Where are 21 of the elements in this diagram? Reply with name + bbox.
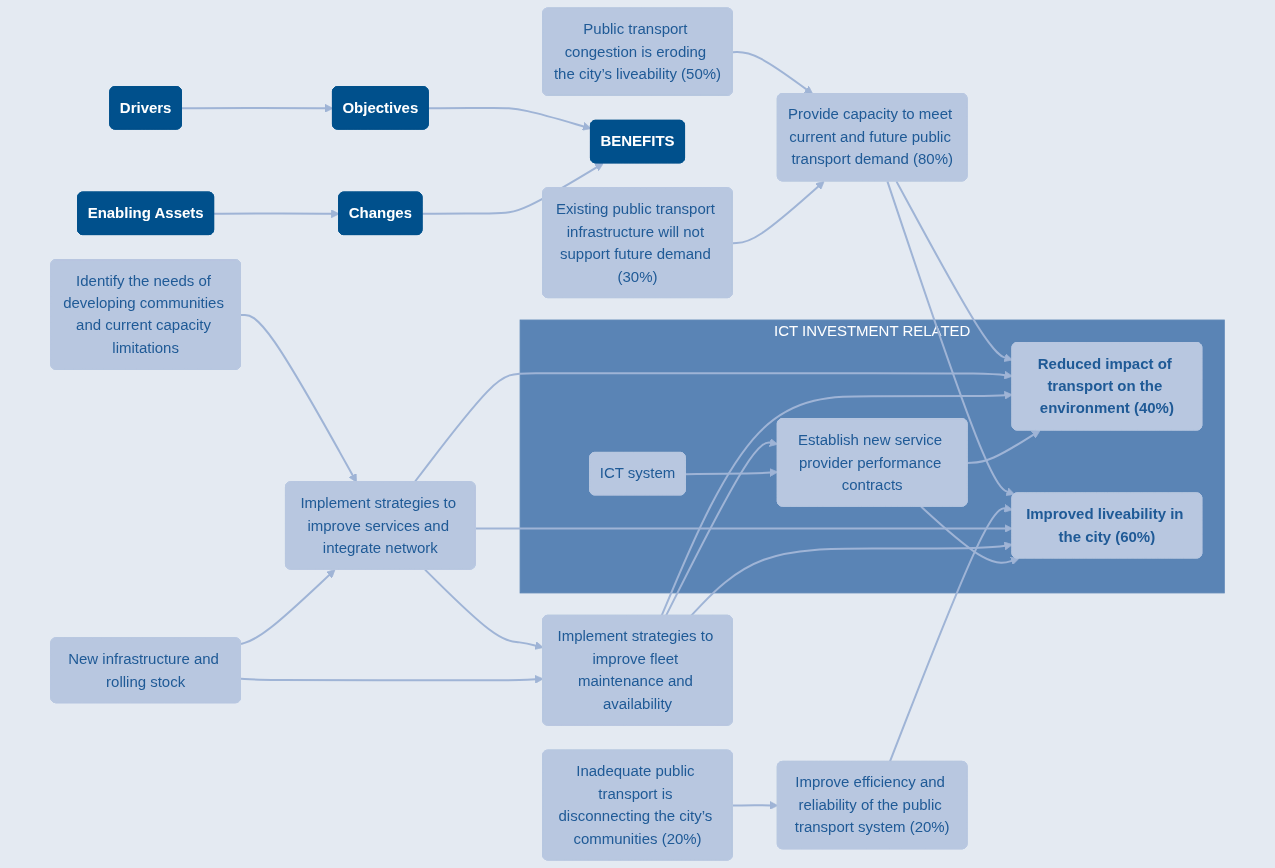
arrow	[664, 438, 779, 617]
arrow	[421, 162, 604, 215]
arrow	[888, 504, 1013, 763]
arrow	[689, 541, 1013, 617]
arrow	[474, 524, 1013, 533]
arrow	[684, 468, 779, 477]
arrow	[180, 103, 334, 113]
arrow	[240, 674, 544, 684]
arrow	[731, 51, 814, 95]
arrow	[660, 390, 1013, 617]
arrow	[731, 801, 779, 810]
arrow	[895, 180, 1013, 362]
arrow	[213, 209, 340, 219]
arrow	[424, 568, 544, 650]
arrow	[966, 430, 1041, 464]
arrow	[427, 106, 592, 131]
arrow	[920, 505, 1020, 566]
arrow	[731, 181, 825, 245]
arrow	[240, 569, 336, 645]
arrow	[240, 313, 357, 483]
arrow	[886, 180, 1016, 496]
